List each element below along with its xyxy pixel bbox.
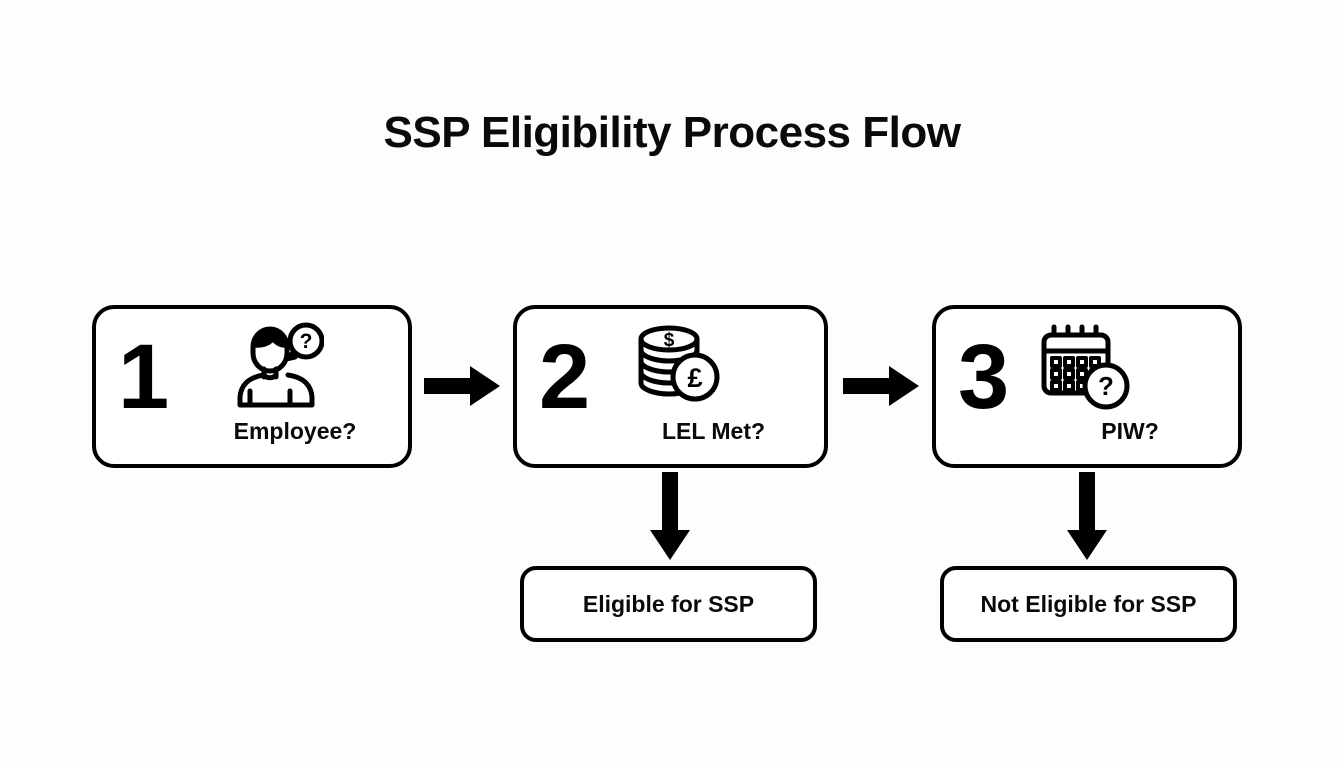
coin-stack-icon: $ £ bbox=[625, 321, 721, 413]
outcome-box-not-eligible[interactable]: Not Eligible for SSP bbox=[940, 566, 1237, 642]
svg-text:£: £ bbox=[687, 363, 702, 393]
svg-text:?: ? bbox=[300, 330, 313, 353]
outcome-box-eligible[interactable]: Eligible for SSP bbox=[520, 566, 817, 642]
person-question-icon: ? bbox=[228, 321, 324, 413]
step-box-lel[interactable]: 2 $ £ LEL Met? bbox=[513, 305, 828, 468]
step-box-employee[interactable]: 1 ? Employee? bbox=[92, 305, 412, 468]
arrow-step-1-to-step-2 bbox=[424, 363, 502, 409]
outcome-label-not-eligible: Not Eligible for SSP bbox=[980, 590, 1197, 617]
step-number-3: 3 bbox=[958, 326, 1009, 428]
svg-text:?: ? bbox=[1098, 371, 1114, 401]
arrow-step-3-to-not-eligible bbox=[1064, 472, 1110, 562]
step-label-piw: PIW? bbox=[1101, 418, 1159, 444]
step-number-2: 2 bbox=[539, 326, 590, 428]
calendar-question-icon: ? bbox=[1034, 321, 1134, 413]
step-label-employee: Employee? bbox=[233, 418, 357, 444]
step-box-piw[interactable]: 3 bbox=[932, 305, 1242, 468]
page-title: SSP Eligibility Process Flow bbox=[383, 108, 961, 157]
step-number-1: 1 bbox=[118, 326, 169, 428]
arrow-step-2-to-eligible bbox=[647, 472, 693, 562]
outcome-label-eligible: Eligible for SSP bbox=[582, 590, 755, 617]
svg-text:$: $ bbox=[664, 330, 675, 351]
step-label-lel: LEL Met? bbox=[661, 418, 766, 444]
arrow-step-2-to-step-3 bbox=[843, 363, 921, 409]
